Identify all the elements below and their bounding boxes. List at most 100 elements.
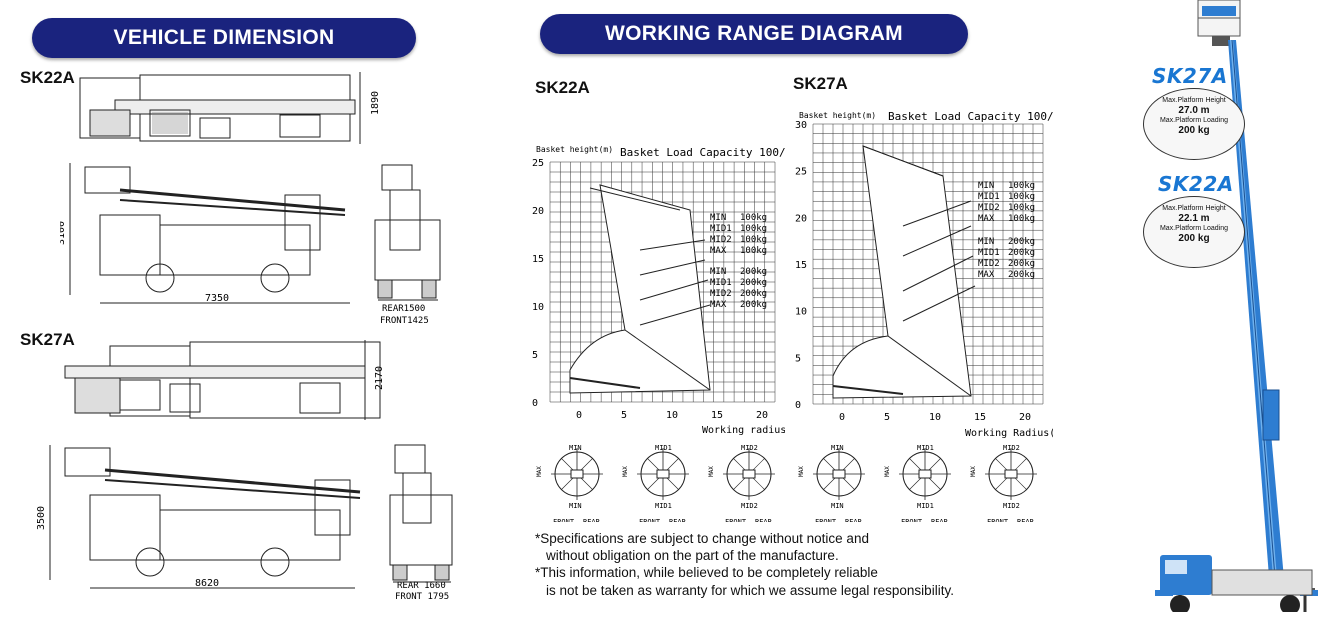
right-legend-load: 100kg: [1008, 214, 1035, 224]
right-legend-name: MIN: [978, 181, 994, 191]
right-ytick: 5: [795, 353, 801, 364]
right-legend-load: 100kg: [1008, 203, 1035, 213]
sk27a-top-view: 2170: [64, 340, 385, 420]
outrigger-top-label: MIN: [831, 444, 844, 452]
sk27a-working-label: SK27A: [793, 74, 848, 93]
left-xtick: 15: [711, 410, 723, 421]
right-ytick: 15: [795, 260, 807, 271]
sk22a-top-height: 1890: [370, 91, 381, 115]
right-legend-name: MAX: [978, 214, 995, 224]
right-ytick: 25: [795, 167, 807, 178]
sk27a-rear-view: REAR 1660 FRONT 1795: [389, 444, 453, 602]
sk27a-side-view: 3500 8620: [36, 445, 361, 589]
left-legend-name: MID2: [710, 289, 732, 299]
left-legend-load: 100kg: [740, 246, 767, 256]
sk22a-load-value: 200 kg: [1178, 233, 1210, 244]
left-legend-load: 200kg: [740, 289, 767, 299]
sk22a-capacity: Basket Load Capacity 100/200kg: [620, 146, 785, 159]
sk22a-height-value: 22.1 m: [1178, 213, 1210, 224]
outrigger-top-label: MID2: [1003, 444, 1020, 452]
outrigger-top-label: MID1: [655, 444, 672, 452]
right-legend-load: 200kg: [1008, 270, 1035, 280]
right-legend-name: MID1: [978, 192, 1000, 202]
sk22a-ylabel: Basket height(m): [536, 145, 613, 154]
sk22a-load-label: Max.Platform Loading: [1159, 225, 1229, 232]
sk22a-dimension-label: SK22A: [20, 68, 75, 87]
right-xtick: 20: [1019, 412, 1031, 423]
spec-note-2: without obligation on the part of the ma…: [546, 548, 839, 563]
right-legend-name: MID1: [978, 248, 1000, 258]
sk27a-side-height: 3500: [36, 506, 47, 530]
right-xtick: 5: [884, 412, 890, 423]
left-legend-load: 100kg: [740, 235, 767, 245]
left-legend-name: MAX: [710, 300, 727, 310]
sk22a-front: FRONT1425: [380, 316, 429, 326]
right-legend-name: MAX: [978, 270, 995, 280]
sk22a-spec-title: SK22A: [1158, 172, 1234, 196]
right-legend-load: 100kg: [1008, 192, 1035, 202]
spec-note-4: is not be taken as warranty for which we…: [546, 583, 954, 598]
outrigger-front-label: FRONT: [815, 518, 837, 522]
outrigger-max-label: MAX: [970, 466, 977, 477]
sk27a-dimension-label: SK27A: [20, 330, 75, 349]
sk22a-rear-view: REAR1500 FRONT1425: [374, 164, 441, 326]
sk22a-side-height: 3100: [60, 221, 67, 245]
left-legend-load: 200kg: [740, 278, 767, 288]
left-ytick: 20: [532, 206, 544, 217]
sk27a-front: FRONT 1795: [395, 592, 449, 602]
outrigger-top-label: MID2: [741, 444, 758, 452]
left-ytick: 25: [532, 158, 544, 169]
right-legend-load: 200kg: [1008, 259, 1035, 269]
right-legend-name: MIN: [978, 237, 994, 247]
outrigger-max-label: MAX: [622, 466, 629, 477]
outrigger-front-label: FRONT: [639, 518, 661, 522]
right-xtick: 10: [929, 412, 941, 423]
outrigger-max-label: MAX: [798, 466, 805, 477]
outrigger-bottom-label: MID2: [1003, 502, 1020, 510]
outrigger-top-label: MID1: [917, 444, 934, 452]
left-xtick: 5: [621, 410, 627, 421]
outrigger-max-label: MAX: [708, 466, 715, 477]
sk22a-spec-oval: Max.Platform Height 22.1 m Max.Platform …: [1143, 196, 1245, 268]
sk27a-load-label: Max.Platform Loading: [1159, 117, 1229, 124]
right-ytick: 10: [795, 307, 807, 318]
spec-note-3: *This information, while believed to be …: [535, 565, 878, 580]
sk27a-ylabel: Basket height(m): [799, 111, 876, 120]
outrigger-max-label: MAX: [884, 466, 891, 477]
left-legend-name: MID1: [710, 224, 732, 234]
sk27a-xlabel: Working Radius(m): [965, 428, 1053, 439]
vehicle-dimension-header: VEHICLE DIMENSION: [32, 18, 416, 58]
sk27a-load-value: 200 kg: [1178, 125, 1210, 136]
sk27a-height-label: Max.Platform Height: [1162, 97, 1226, 104]
aerial-platform-truck-illustration: [1140, 0, 1331, 627]
sk27a-top-height: 2170: [374, 366, 385, 390]
outrigger-rear-label: REAR: [931, 518, 949, 522]
outrigger-max-label: MAX: [536, 466, 543, 477]
outrigger-rear-label: REAR: [583, 518, 601, 522]
sk27a-working-range-chart: Basket height(m) Basket Load Capacity 10…: [795, 110, 1053, 439]
sk22a-side-view: 3100 7350: [60, 163, 350, 304]
right-legend-name: MID2: [978, 203, 1000, 213]
sk22a-working-label: SK22A: [535, 78, 590, 97]
left-legend-name: MID1: [710, 278, 732, 288]
outrigger-rear-label: REAR: [1017, 518, 1035, 522]
outrigger-rear-label: REAR: [669, 518, 687, 522]
sk22a-height-label: Max.Platform Height: [1162, 205, 1226, 212]
outrigger-bottom-label: MIN: [569, 502, 582, 510]
sk27a-length: 8620: [195, 578, 219, 589]
sk22a-rear: REAR1500: [382, 304, 425, 314]
left-legend-load: 200kg: [740, 267, 767, 277]
spec-note-1: *Specifications are subject to change wi…: [535, 531, 869, 546]
right-ytick: 0: [795, 400, 801, 411]
sk27a-spec-oval: Max.Platform Height 27.0 m Max.Platform …: [1143, 88, 1245, 160]
sk22a-length: 7350: [205, 293, 229, 304]
left-legend-load: 200kg: [740, 300, 767, 310]
sk27a-rear: REAR 1660: [397, 581, 446, 591]
